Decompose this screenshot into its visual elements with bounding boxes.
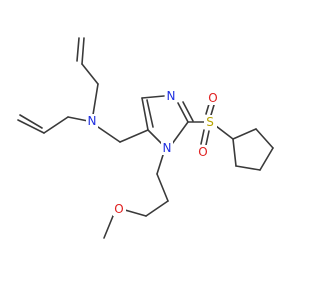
bond-layer: [17, 37, 274, 239]
molecule-structure: N N N S O O O: [17, 37, 274, 239]
imidazole-nitrogen-top-atom: N: [165, 89, 177, 103]
sulfonyl-oxygen-bottom-atom: O: [197, 145, 210, 159]
bond: [81, 37, 85, 65]
amine-nitrogen-atom: N: [86, 114, 98, 128]
sulfonyl-oxygen-top-atom: O: [207, 91, 220, 105]
bond: [156, 173, 169, 202]
atom-label: N: [88, 114, 97, 128]
atom-label: O: [208, 91, 217, 105]
double-bond-line: [19, 114, 43, 129]
atom-label: O: [114, 202, 123, 216]
bond: [141, 95, 165, 99]
bond: [97, 126, 121, 143]
double-bond-line: [146, 99, 154, 128]
atom-label: O: [198, 145, 207, 159]
bond: [67, 116, 89, 122]
bond: [81, 63, 99, 85]
bond: [119, 129, 149, 143]
double-bond-line: [210, 104, 215, 116]
bond: [17, 119, 45, 134]
bond: [103, 215, 114, 239]
atom-label: N: [167, 89, 176, 103]
atom-label: S: [206, 115, 214, 129]
bond: [259, 147, 274, 171]
bond: [145, 200, 169, 217]
double-bond-line: [76, 37, 80, 62]
bond: [200, 129, 205, 145]
bond: [177, 102, 189, 123]
bond: [255, 128, 274, 149]
bond: [124, 209, 147, 217]
bond: [235, 165, 261, 171]
sulfonyl-sulfur-atom: S: [204, 115, 217, 129]
bond: [156, 154, 164, 175]
bond: [232, 138, 237, 167]
bond: [215, 125, 234, 140]
bond: [205, 103, 210, 115]
bond: [147, 129, 163, 145]
bond: [232, 128, 257, 140]
imidazole-nitrogen-bottom-atom: N: [161, 141, 173, 155]
bond: [171, 121, 189, 145]
atom-label: N: [163, 141, 172, 155]
methoxy-oxygen-atom: O: [113, 202, 126, 216]
bond: [141, 97, 149, 131]
double-bond-line: [182, 101, 194, 122]
atom-label-layer: N N N S O O O: [86, 89, 220, 216]
double-bond-line: [205, 130, 210, 146]
bond: [43, 116, 69, 134]
